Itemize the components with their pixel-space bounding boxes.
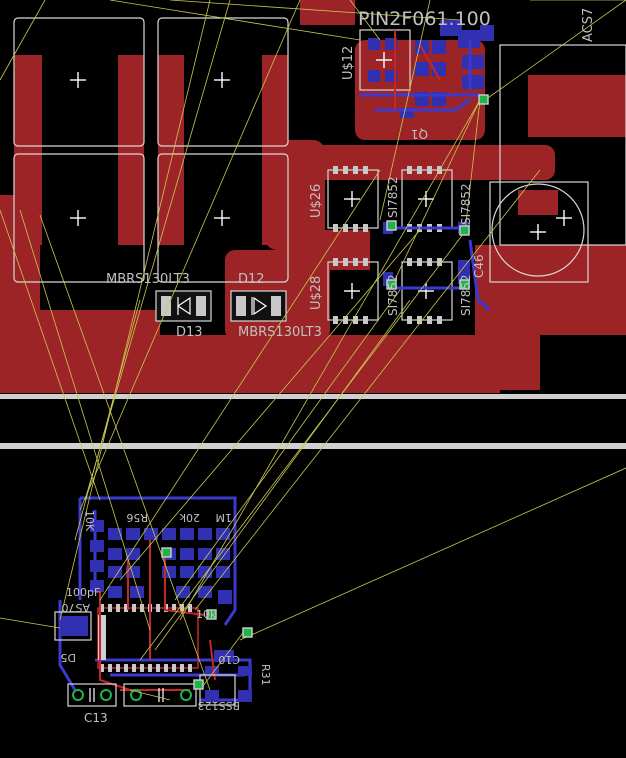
- label-as70: AS70: [61, 601, 90, 614]
- label-bss123: BSS123: [198, 699, 240, 712]
- label-c10: C10: [218, 653, 240, 666]
- label-c13: C13: [84, 711, 108, 725]
- label-r31: R31: [259, 664, 272, 686]
- label-mbrs-top: MBRS130LT3: [106, 272, 190, 287]
- label-u28: U$28: [309, 276, 324, 310]
- label-r10k-b: 10k: [196, 608, 217, 621]
- component-labels: PIN2F061.100 ACS7 U$12 Q1 U$26 SI7852 SI…: [61, 8, 596, 725]
- label-si7852-c: SI7852: [386, 274, 400, 316]
- label-d5: D5: [61, 651, 76, 664]
- label-c46: C46: [472, 254, 486, 278]
- board-edge-bottom: [0, 443, 626, 449]
- control-circuit-block: [54, 496, 252, 707]
- c13-capacitor: [67, 683, 117, 707]
- label-si7852-b: SI7852: [459, 183, 473, 225]
- label-si7852-d: SI7852: [459, 274, 473, 316]
- board-edge-top: [0, 394, 626, 399]
- label-pin2f061: PIN2F061.100: [358, 8, 491, 30]
- label-si7852-a: SI7852: [386, 176, 400, 218]
- label-c100pf: 100pF: [66, 586, 100, 599]
- label-r20k: 20k: [179, 511, 200, 524]
- label-acs: ACS7: [581, 8, 596, 42]
- label-r1m: 1M: [216, 511, 233, 524]
- label-u26: U$26: [309, 184, 324, 218]
- label-u12: U$12: [341, 46, 356, 80]
- label-mbrs-bottom: MBRS130LT3: [238, 325, 322, 340]
- top-copper-layer: [0, 0, 626, 393]
- ic-chip: [97, 604, 199, 672]
- label-d13: D13: [176, 325, 203, 340]
- label-q1: Q1: [411, 127, 428, 141]
- c10-capacitor: [123, 683, 197, 707]
- airwires: [0, 0, 626, 701]
- label-r56: R56: [126, 511, 148, 524]
- label-r10k: 10K: [83, 510, 96, 532]
- u12-q1-area: [359, 20, 494, 118]
- diodes-d12-d13: [155, 290, 287, 322]
- label-d12: D12: [238, 272, 265, 287]
- vias: [161, 94, 489, 690]
